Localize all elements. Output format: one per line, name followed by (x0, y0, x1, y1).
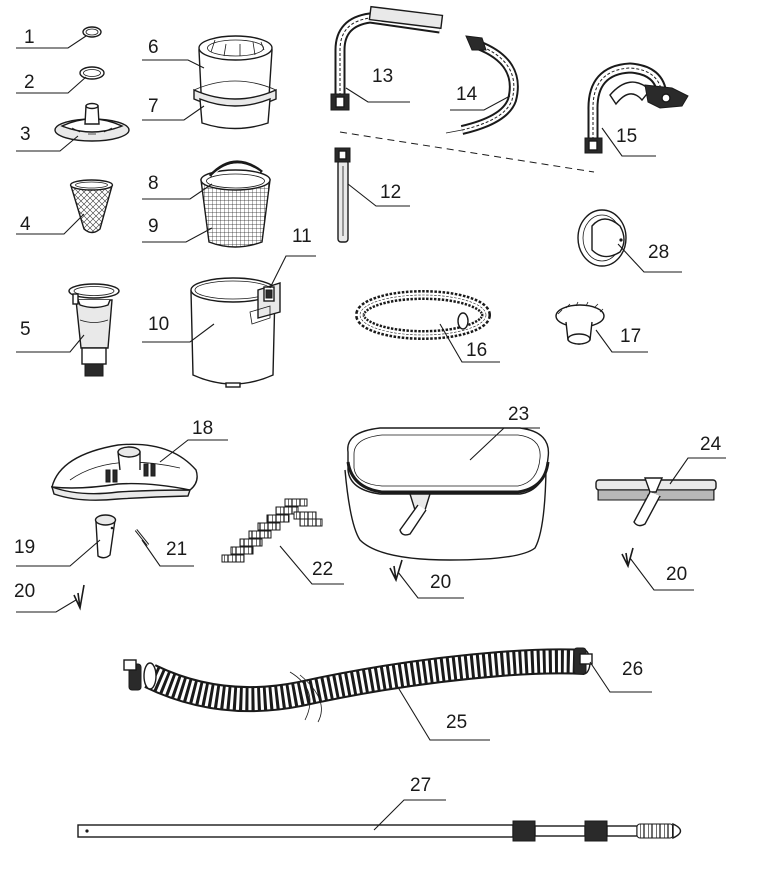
callout-10: 10 (142, 314, 215, 343)
callout-label-13: 13 (372, 66, 393, 87)
callout-label-26: 26 (622, 659, 643, 680)
callout-label-28: 28 (648, 242, 669, 263)
callout-20-left: 20 (14, 581, 77, 613)
part-23-leaf-net (344, 427, 550, 561)
part-25-pool-hose (143, 648, 591, 723)
callout-label-3: 3 (20, 124, 31, 145)
callout-label-22: 22 (312, 559, 333, 580)
callout-28: 28 (617, 242, 682, 273)
callout-label-17: 17 (620, 326, 641, 347)
callout-24: 24 (669, 434, 726, 485)
callout-label-20-net: 20 (430, 572, 451, 593)
callout-label-9: 9 (148, 216, 159, 237)
callout-label-5: 5 (20, 319, 31, 340)
callout-label-20-left: 20 (14, 581, 35, 602)
callout-23: 23 (469, 404, 540, 461)
part-24-wall-brush (595, 477, 717, 527)
callout-label-6: 6 (148, 37, 159, 58)
part-7-float-ring (193, 80, 277, 130)
callout-label-27: 27 (410, 775, 431, 796)
callout-3: 3 (16, 124, 79, 152)
callout-22: 22 (279, 545, 344, 585)
callout-5: 5 (16, 319, 85, 353)
callout-26: 26 (589, 659, 652, 693)
part-19-handle-adapter (94, 514, 117, 559)
part-5-inlet-body (68, 283, 120, 377)
callout-17: 17 (595, 326, 648, 353)
part-4-strainer (69, 179, 114, 234)
part-2-o-ring (79, 66, 105, 80)
part-14-curved-hanger (445, 35, 519, 135)
part-26-hose-clamp (123, 647, 593, 691)
callout-label-12: 12 (380, 182, 401, 203)
callout-12: 12 (347, 182, 410, 207)
part-17-cap (555, 301, 605, 345)
callout-18: 18 (159, 418, 228, 463)
callout-25: 25 (395, 683, 490, 741)
part-20-v-clip-brush (621, 547, 634, 569)
callout-6: 6 (142, 37, 205, 69)
part-18-vacuum-head (50, 443, 198, 501)
callout-label-15: 15 (616, 126, 637, 147)
part-8-basket-handle (208, 160, 263, 178)
callout-label-2: 2 (24, 72, 35, 93)
callout-1: 1 (16, 27, 87, 49)
callout-19: 19 (14, 537, 101, 567)
callout-4: 4 (16, 213, 85, 235)
callout-2: 2 (16, 72, 87, 94)
callout-label-21: 21 (166, 539, 187, 560)
callout-label-4: 4 (20, 214, 31, 235)
part-20-v-clip-net (389, 559, 403, 583)
part-22-brush-strips (221, 498, 323, 563)
callout-27: 27 (373, 775, 446, 831)
callout-label-18: 18 (192, 418, 213, 439)
part-10-skimmer-housing (190, 277, 276, 388)
callout-8: 8 (142, 173, 213, 200)
callout-9: 9 (142, 216, 213, 243)
part-20-v-clip (73, 584, 85, 611)
part-27-telescopic-pole (77, 820, 682, 842)
callout-label-24: 24 (700, 434, 722, 455)
callout-label-23: 23 (508, 404, 529, 425)
part-11-mounting-bracket (249, 282, 281, 325)
part-21-pin (134, 529, 150, 546)
callout-label-8: 8 (148, 173, 159, 194)
part-3-float-valve (54, 102, 130, 142)
callout-label-10: 10 (148, 314, 169, 335)
part-9-basket (200, 169, 271, 248)
assembly-dashed-line (339, 131, 595, 173)
callout-20-brush: 20 (629, 557, 694, 591)
callout-21: 21 (141, 539, 194, 567)
part-12-strap (334, 147, 351, 243)
callout-label-14: 14 (456, 84, 478, 105)
callout-label-16: 16 (466, 340, 487, 361)
callout-14: 14 (450, 84, 511, 111)
callout-label-20-brush: 20 (666, 564, 687, 585)
callout-label-25: 25 (446, 712, 467, 733)
part-15-clamp-hanger (584, 62, 689, 154)
part-28-fitting (577, 209, 627, 267)
callout-15: 15 (601, 126, 656, 157)
callout-16: 16 (439, 323, 500, 363)
callout-label-7: 7 (148, 96, 159, 117)
callout-13: 13 (345, 66, 410, 103)
part-13-hanger (330, 5, 444, 111)
callout-11: 11 (269, 226, 316, 289)
callout-20-net: 20 (397, 571, 464, 599)
callout-label-11: 11 (292, 226, 312, 247)
part-1-o-ring (82, 26, 102, 38)
callout-7: 7 (142, 96, 205, 121)
part-16-coiled-hose (355, 290, 491, 340)
callout-label-1: 1 (24, 27, 35, 48)
callout-label-19: 19 (14, 537, 35, 558)
